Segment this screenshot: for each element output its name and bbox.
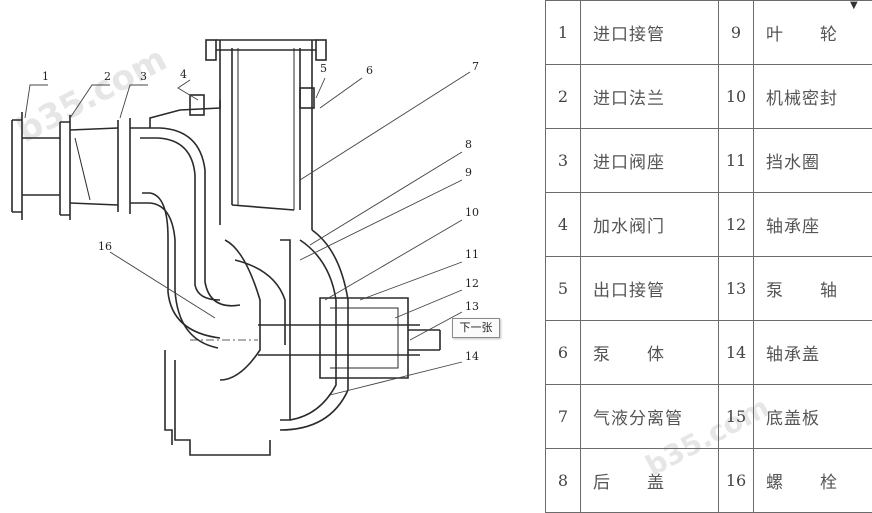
part-number: 12 — [719, 193, 754, 257]
part-number: 7 — [546, 385, 581, 449]
part-name: 底盖板 — [754, 385, 872, 449]
part-number: 8 — [546, 449, 581, 513]
part-name: 加水阀门 — [581, 193, 719, 257]
part-name: 后 盖 — [581, 449, 719, 513]
part-name: 进口阀座 — [581, 129, 719, 193]
callout-label: 9 — [465, 166, 472, 179]
callout-label: 16 — [98, 240, 112, 253]
part-number: 4 — [546, 193, 581, 257]
part-name: 出口接管 — [581, 257, 719, 321]
part-name: 挡水圈 — [754, 129, 872, 193]
part-name: 气液分离管 — [581, 385, 719, 449]
part-name: 泵 轴 — [754, 257, 872, 321]
part-number: 15 — [719, 385, 754, 449]
part-name: 进口接管 — [581, 1, 719, 65]
part-number: 9 — [719, 1, 754, 65]
part-name: 轴承座 — [754, 193, 872, 257]
part-number: 13 — [719, 257, 754, 321]
part-number: 11 — [719, 129, 754, 193]
callout-label: 1 — [42, 70, 49, 83]
pump-section-drawing: 1 2 3 4 5 6 7 8 9 10 11 12 13 14 16 — [0, 0, 545, 490]
callout-label: 4 — [180, 68, 187, 81]
part-name: 螺 栓 — [754, 449, 872, 513]
callout-label: 13 — [465, 300, 479, 313]
callout-label: 8 — [465, 138, 472, 151]
part-number: 14 — [719, 321, 754, 385]
callout-label: 5 — [320, 62, 327, 75]
part-name: 轴承盖 — [754, 321, 872, 385]
callout-label: 6 — [366, 64, 373, 77]
part-number: 2 — [546, 65, 581, 129]
callout-label: 2 — [104, 70, 111, 83]
callout-label: 10 — [465, 206, 479, 219]
part-number: 6 — [546, 321, 581, 385]
part-number: 3 — [546, 129, 581, 193]
next-image-button[interactable]: 下一张 — [452, 318, 500, 338]
part-name: 泵 体 — [581, 321, 719, 385]
callout-label: 12 — [465, 277, 479, 290]
part-number: 10 — [719, 65, 754, 129]
callout-label: 3 — [140, 70, 147, 83]
part-number: 16 — [719, 449, 754, 513]
part-name: 叶 轮 — [754, 1, 872, 65]
part-name: 进口法兰 — [581, 65, 719, 129]
callout-label: 14 — [465, 350, 479, 363]
part-number: 5 — [546, 257, 581, 321]
callout-label: 11 — [465, 248, 479, 261]
part-name: 机械密封 — [754, 65, 872, 129]
part-number: 1 — [546, 1, 581, 65]
callout-label: 7 — [472, 60, 479, 73]
